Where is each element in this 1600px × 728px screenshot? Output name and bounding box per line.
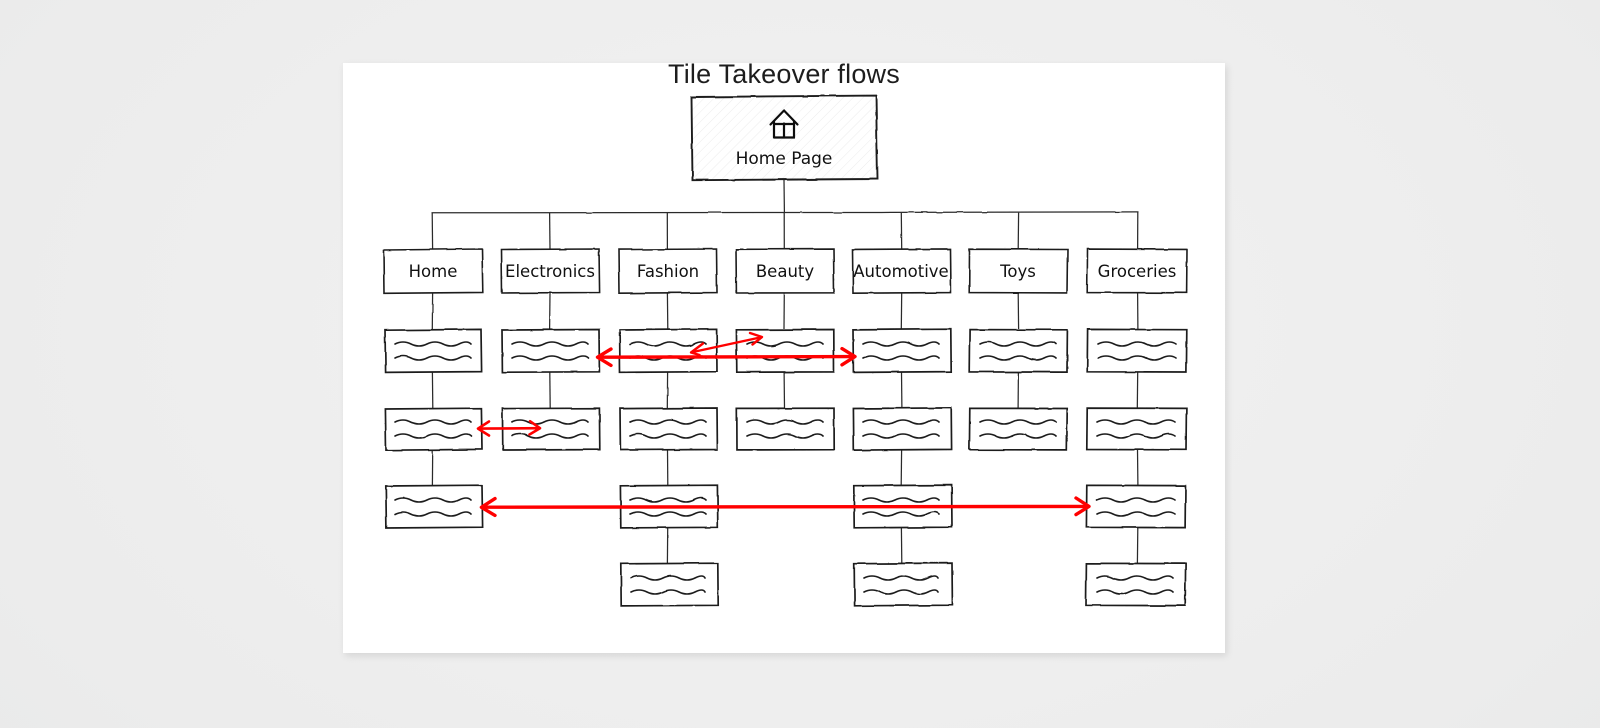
category-automotive-box bbox=[851, 248, 952, 295]
node-groceries-l3[interactable] bbox=[1085, 484, 1187, 529]
category-groceries-box bbox=[1086, 248, 1188, 294]
node-toys-l1[interactable] bbox=[968, 328, 1069, 373]
node-home-page[interactable]: Home Page bbox=[690, 94, 879, 182]
flow-arrow-fashion-beauty[interactable] bbox=[689, 331, 764, 357]
node-category-fashion[interactable]: Fashion bbox=[618, 248, 718, 295]
arrowhead-left bbox=[479, 496, 497, 518]
arrowhead-left bbox=[476, 420, 491, 437]
node-groceries-l4[interactable] bbox=[1085, 562, 1187, 607]
category-home-box bbox=[382, 248, 484, 295]
diagram-title: Tile Takeover flows bbox=[668, 59, 900, 89]
category-electronics-label: Electronics bbox=[505, 262, 595, 281]
node-category-home[interactable]: Home bbox=[382, 248, 484, 295]
node-toys-l2[interactable] bbox=[968, 407, 1069, 451]
category-fashion-label: Fashion bbox=[637, 262, 699, 281]
category-boxes: Home Electronics Fashion Beauty Automoti… bbox=[382, 248, 1188, 295]
node-fashion-l4[interactable] bbox=[619, 562, 720, 607]
node-home-l3[interactable] bbox=[384, 484, 484, 529]
flow-arrow-home-electronics[interactable] bbox=[476, 419, 542, 437]
node-beauty-l2[interactable] bbox=[735, 407, 836, 451]
node-category-beauty[interactable]: Beauty bbox=[735, 248, 835, 294]
node-category-automotive[interactable]: Automotive bbox=[851, 248, 952, 295]
flow-arrow-home-groceries[interactable] bbox=[479, 496, 1091, 518]
placeholder-nodes bbox=[384, 328, 1188, 607]
category-automotive-label: Automotive bbox=[853, 262, 948, 281]
node-groceries-l1[interactable] bbox=[1086, 328, 1188, 373]
node-category-groceries[interactable]: Groceries bbox=[1086, 248, 1188, 294]
node-fashion-l2[interactable] bbox=[619, 407, 719, 451]
diagram-canvas[interactable]: Tile Takeover flows bbox=[343, 59, 1225, 653]
arrowhead-left bbox=[689, 342, 705, 357]
node-home-l1[interactable] bbox=[384, 328, 483, 374]
node-electronics-l1[interactable] bbox=[501, 328, 601, 374]
node-beauty-l1[interactable] bbox=[735, 328, 835, 374]
arrowhead-left bbox=[595, 347, 613, 368]
category-home-label: Home bbox=[409, 262, 458, 281]
arrowhead-right bbox=[528, 419, 542, 436]
category-beauty-box bbox=[735, 248, 835, 294]
arrowhead-right bbox=[748, 331, 764, 346]
diagram-svg: Home Page Home Electronics Fashion Beaut… bbox=[382, 94, 1188, 607]
node-groceries-l2[interactable] bbox=[1085, 407, 1188, 451]
category-electronics-box bbox=[500, 248, 601, 294]
category-groceries-label: Groceries bbox=[1098, 262, 1177, 281]
flow-arrow-electronics-automotive[interactable] bbox=[595, 346, 857, 368]
arrowhead-right bbox=[840, 346, 857, 367]
node-automotive-l4[interactable] bbox=[853, 562, 954, 607]
category-toys-label: Toys bbox=[999, 262, 1036, 281]
category-toys-box bbox=[968, 248, 1069, 294]
arrowhead-right bbox=[1074, 496, 1091, 517]
node-electronics-l2[interactable] bbox=[501, 407, 601, 451]
node-category-toys[interactable]: Toys bbox=[968, 248, 1069, 294]
home-page-box-outline bbox=[690, 94, 879, 182]
node-automotive-l2[interactable] bbox=[852, 407, 953, 451]
connector-lines bbox=[431, 179, 1139, 564]
home-page-label: Home Page bbox=[736, 149, 833, 169]
house-icon bbox=[769, 109, 799, 139]
category-fashion-box bbox=[618, 248, 718, 295]
node-home-l2[interactable] bbox=[384, 407, 483, 452]
category-beauty-label: Beauty bbox=[756, 262, 815, 281]
node-category-electronics[interactable]: Electronics bbox=[500, 248, 601, 294]
node-automotive-l1[interactable] bbox=[852, 328, 953, 374]
flow-arrows bbox=[476, 331, 1091, 518]
